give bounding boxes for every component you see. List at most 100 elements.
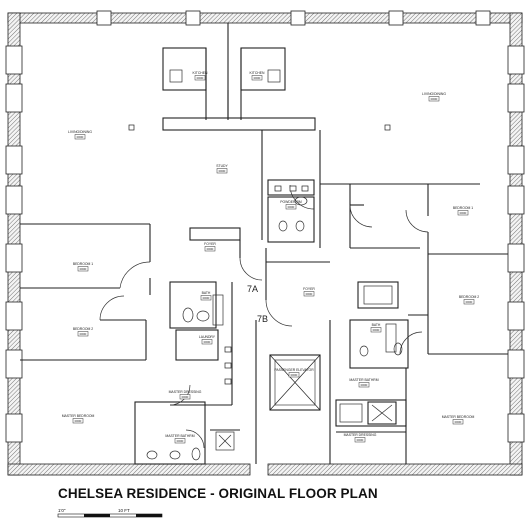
room-name: MASTER BEDROOM: [442, 415, 475, 419]
room-name: MASTER BATHRM: [165, 434, 194, 438]
room-code: 0000: [288, 205, 295, 209]
unit-marker-7a: 7A: [247, 284, 258, 294]
room-code-box: [370, 327, 382, 333]
room-code: 0000: [466, 300, 473, 304]
room-code-box: [463, 299, 475, 305]
room-name: MASTER BATHRM: [349, 378, 378, 382]
room-name: KITCHEN: [250, 71, 265, 75]
room-name: BATH: [202, 291, 211, 295]
room-code: 0000: [75, 419, 82, 423]
room-code-box: [179, 394, 191, 400]
room-code-box: [452, 419, 464, 425]
room-code: 0000: [77, 135, 84, 139]
room-code-box: [77, 331, 89, 337]
room-code-box: [251, 75, 263, 81]
room-code: 0000: [455, 420, 462, 424]
plan-title: CHELSEA RESIDENCE - ORIGINAL FLOOR PLAN: [58, 486, 378, 501]
room-code-box: [74, 134, 86, 140]
windows: [5, 10, 525, 443]
room-code: 0000: [219, 169, 226, 173]
room-name: LIVING/DINING: [68, 130, 92, 134]
room-labels: KITCHEN0000KITCHEN0000LIVING/DINING0000L…: [62, 71, 479, 444]
interior-walls: [20, 23, 508, 465]
room-code: 0000: [182, 395, 189, 399]
room-code: 0000: [254, 76, 261, 80]
room-name: MASTER DRESSING: [169, 390, 202, 394]
room-name: FOYER: [204, 242, 216, 246]
room-code-box: [457, 210, 469, 216]
room-code-box: [194, 75, 206, 81]
exterior-walls: [7, 12, 523, 476]
unit-marker-7b: 7B: [257, 314, 268, 324]
room-code: 0000: [291, 373, 298, 377]
scale-bar: [57, 513, 163, 518]
room-name: BATH: [372, 323, 381, 327]
room-code-box: [77, 266, 89, 272]
fixtures: [99, 69, 429, 461]
room-code-box: [303, 291, 315, 297]
room-code: 0000: [460, 211, 467, 215]
room-name: MASTER DRESSING: [344, 433, 377, 437]
room-code: 0000: [431, 97, 438, 101]
room-name: LAUNDRY: [199, 335, 216, 339]
room-name: KITCHEN: [193, 71, 208, 75]
room-code-box: [174, 438, 186, 444]
room-code: 0000: [306, 292, 313, 296]
scale-label-start: 1'0": [58, 508, 66, 513]
room-code-box: [354, 437, 366, 443]
room-code: 0000: [357, 438, 364, 442]
room-code-box: [288, 372, 300, 378]
room-name: FOYER: [303, 287, 315, 291]
room-name: PASSENGER ELEVATOR: [274, 368, 314, 372]
room-name: BEDROOM 1: [73, 262, 93, 266]
room-name: MASTER BEDROOM: [62, 414, 95, 418]
room-code: 0000: [361, 383, 368, 387]
room-name: POWDER RM: [280, 200, 302, 204]
room-code-box: [204, 246, 216, 252]
room-code-box: [201, 339, 213, 345]
room-code-box: [72, 418, 84, 424]
room-code: 0000: [197, 76, 204, 80]
room-code: 0000: [207, 247, 214, 251]
room-code-box: [200, 295, 212, 301]
room-code: 0000: [373, 328, 380, 332]
room-code-box: [428, 96, 440, 102]
room-name: BEDROOM 1: [453, 206, 473, 210]
room-name: LIVING/DINING: [422, 92, 446, 96]
room-name: BEDROOM 2: [459, 295, 479, 299]
room-name: STUDY: [216, 164, 228, 168]
column-marks: [128, 124, 391, 385]
room-code: 0000: [80, 332, 87, 336]
room-code: 0000: [177, 439, 184, 443]
room-code: 0000: [203, 296, 210, 300]
room-code: 0000: [204, 340, 211, 344]
room-code: 0000: [80, 267, 87, 271]
scale-label-end: 10 FT: [118, 508, 130, 513]
room-code-box: [358, 382, 370, 388]
room-name: BEDROOM 2: [73, 327, 93, 331]
room-code-box: [216, 168, 228, 174]
